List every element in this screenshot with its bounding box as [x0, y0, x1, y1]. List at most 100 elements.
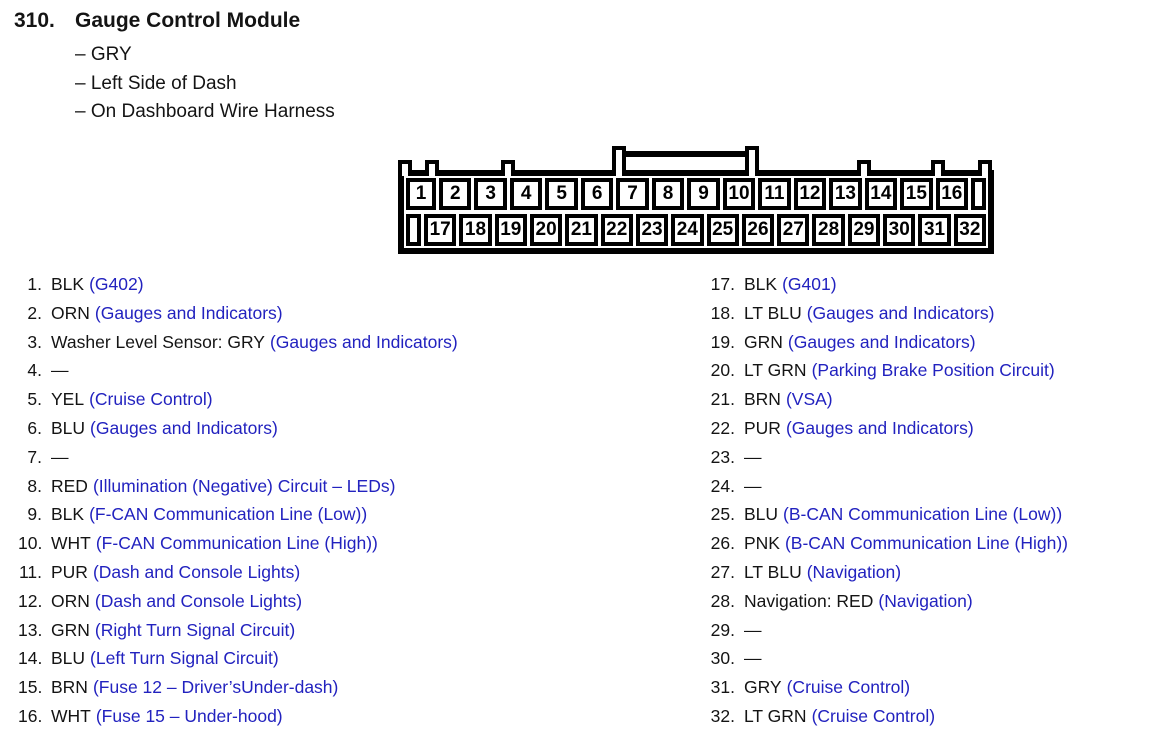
pin-number: 21. [710, 389, 735, 410]
pin-number: 9. [27, 504, 42, 525]
pin-cell: 4 [509, 178, 543, 210]
blank-cell [406, 214, 421, 246]
pin-number: 23. [710, 446, 735, 467]
pin-cell: 29 [847, 214, 881, 246]
circuit-label: (G401) [782, 274, 837, 294]
pin-cell: 6 [580, 178, 614, 210]
pin-row: 21.BRN(VSA) [700, 385, 1145, 414]
pin-row: 25.BLU(B-CAN Communication Line (Low)) [700, 500, 1145, 529]
corner-notch-right [978, 160, 992, 176]
pin-cell: 30 [883, 214, 916, 246]
pin-number: 14. [18, 648, 43, 669]
pin-cell: 14 [864, 178, 898, 210]
pin-number: 18. [710, 302, 735, 323]
pin-cell: 1 [406, 178, 436, 210]
pin-number: 3. [27, 331, 42, 352]
pin-cell: 8 [651, 178, 685, 210]
section-header: 310. Gauge Control Module – GRY– Left Sid… [14, 8, 335, 127]
pin-list-left: 1.BLK(G402)2.ORN(Gauges and Indicators)3… [18, 270, 682, 731]
pin-cell: 17 [424, 214, 457, 246]
pin-row: 32.LT GRN(Cruise Control) [700, 702, 1145, 731]
pin-cell: 7 [616, 178, 649, 210]
wire-label: PUR [51, 561, 88, 582]
latch-post-left [612, 146, 626, 176]
wire-label: BLK [51, 504, 85, 525]
pin-cell: 16 [935, 178, 969, 210]
wire-label: LT BLU [744, 302, 802, 323]
circuit-label: (Illumination (Negative) Circuit – LEDs) [92, 475, 396, 496]
circuit-label: (Navigation) [806, 561, 902, 582]
wire-label: RED [51, 475, 88, 496]
pin-cell: 19 [494, 214, 527, 246]
circuit-label: (B-CAN Communication Line (High)) [784, 533, 1068, 554]
pin-cell: 10 [722, 178, 756, 210]
wire-label: LT GRN [744, 705, 807, 726]
wire-label: YEL [51, 389, 85, 410]
pin-number: 5. [27, 389, 42, 410]
pin-number: 29. [710, 619, 735, 640]
page-title: Gauge Control Module [75, 9, 301, 32]
pin-row: 6.BLU(Gauges and Indicators) [18, 414, 682, 443]
wire-label: GRN [51, 619, 90, 640]
wire-label: ORN [51, 590, 90, 611]
pin-row: 5. YEL(Cruise Control) [18, 385, 682, 414]
module-detail: – On Dashboard Wire Harness [75, 101, 335, 122]
pin-row: 12.ORN(Dash and Console Lights) [18, 587, 682, 616]
module-detail: – GRY [75, 44, 132, 65]
circuit-label: (Gauges and Indicators) [785, 417, 974, 438]
wire-label: Washer Level Sensor: GRY [51, 331, 265, 352]
circuit-label: (B-CAN Communication Line (Low)) [783, 504, 1063, 525]
circuit-label: (Cruise Control) [811, 705, 936, 726]
blank-cell [971, 178, 987, 210]
pin-number: 31. [710, 677, 735, 698]
pin-lists: 1.BLK(G402)2.ORN(Gauges and Indicators)3… [0, 270, 1151, 731]
pin-number: 11. [18, 561, 42, 582]
pin-cell: 3 [474, 178, 507, 210]
wire-label: BLU [744, 504, 779, 525]
pin-number: 10. [18, 533, 43, 554]
pin-list-right: 17.BLK(G401)18.LT BLU(Gauges and Indicat… [700, 270, 1145, 731]
pin-row: 24.— [700, 472, 1145, 501]
pin-cell: 27 [777, 214, 810, 246]
circuit-label: (Parking Brake Position Circuit) [811, 360, 1055, 381]
pin-row: 15.BRN(Fuse 12 – Driver’sUnder-dash) [18, 673, 682, 702]
pin-cell: 25 [706, 214, 739, 246]
pin-cell: 13 [829, 178, 862, 210]
pin-row: 30.— [700, 644, 1145, 673]
section-number: 310. [14, 9, 55, 32]
pin-row: 2. ORN(Gauges and Indicators) [18, 299, 682, 328]
pin-row: 8. RED(Illumination (Negative) Circuit – … [18, 472, 682, 501]
pin-number: 2. [27, 302, 42, 323]
wire-label: ORN [51, 302, 90, 323]
wire-label: — [744, 619, 762, 640]
pin-number: 27. [710, 561, 735, 582]
pin-number: 1. [27, 274, 42, 294]
pin-cell: 11 [758, 178, 791, 210]
wire-label: LT BLU [744, 561, 802, 582]
pin-number: 8. [27, 475, 42, 496]
pin-number: 15. [18, 677, 43, 698]
pin-cell: 24 [671, 214, 704, 246]
wire-label: — [744, 446, 762, 467]
circuit-label: (G402) [89, 274, 144, 294]
module-details: – GRY– Left Side of Dash– On Dashboard W… [75, 41, 335, 127]
pin-row: 17.BLK(G401) [700, 270, 1145, 299]
wire-label: PUR [744, 417, 781, 438]
wire-label: BLU [51, 417, 86, 438]
pin-number: 12. [18, 590, 43, 611]
pin-cell: 18 [459, 214, 492, 246]
wire-label: — [51, 360, 69, 381]
pin-number: 22. [710, 417, 735, 438]
pin-cell: 9 [687, 178, 720, 210]
pin-row: 16.WHT(Fuse 15 – Under-hood) [18, 702, 682, 731]
circuit-label: (Cruise Control) [89, 389, 213, 410]
circuit-label: (Gauges and Indicators) [94, 302, 283, 323]
pin-row: 28.Navigation: RED(Navigation) [700, 587, 1145, 616]
mount-tab [857, 160, 871, 176]
pin-row: 19.GRN(Gauges and Indicators) [700, 328, 1145, 357]
pin-row: 9.BLK(F-CAN Communication Line (Low)) [18, 500, 682, 529]
circuit-label: (Gauges and Indicators) [806, 302, 995, 323]
